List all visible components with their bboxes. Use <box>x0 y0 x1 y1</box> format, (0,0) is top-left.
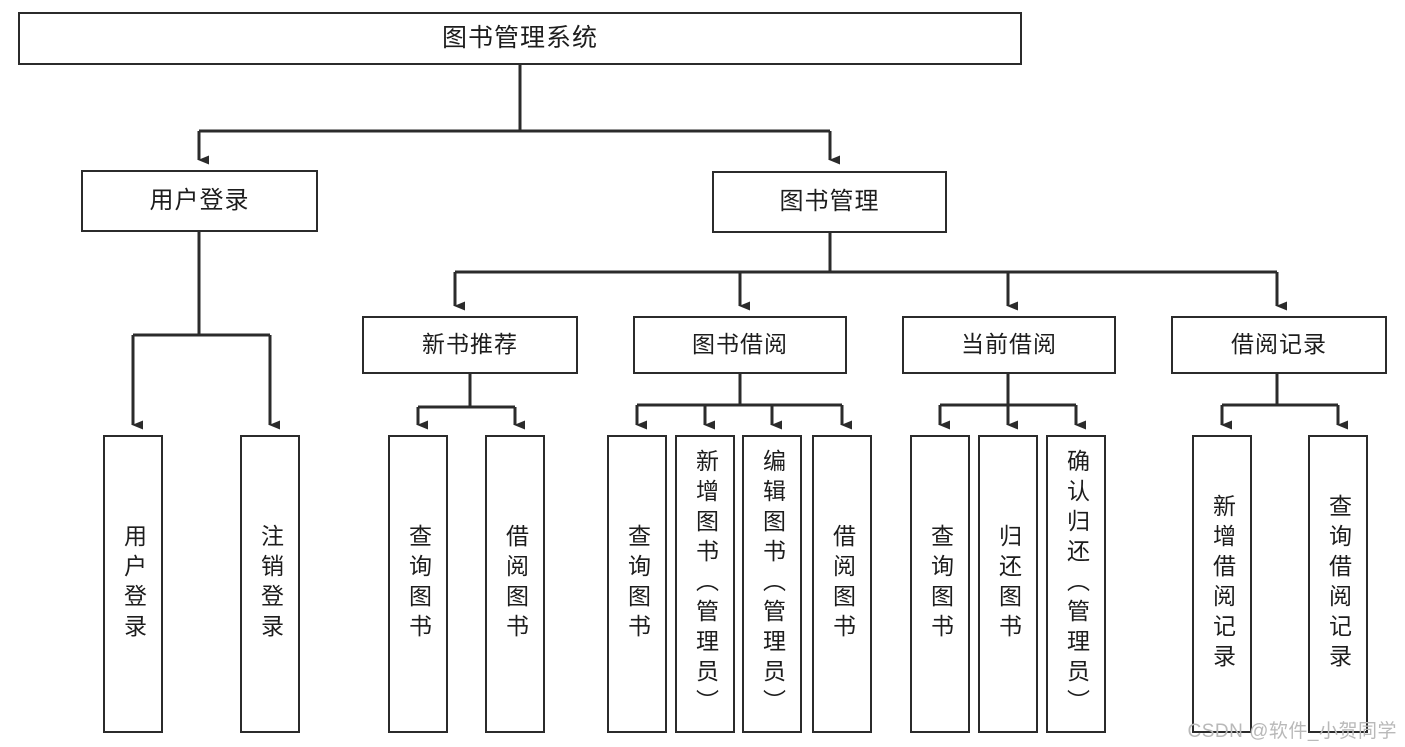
node-label: 图书借阅 <box>692 331 788 358</box>
node-label: 当前借阅 <box>961 331 1057 358</box>
node-label: 用户登录 <box>149 186 250 214</box>
node-label: 借阅图书 <box>502 524 529 644</box>
node-book-borrow[interactable]: 图书借阅 <box>633 316 847 374</box>
leaf-return-book[interactable]: 归还图书 <box>978 435 1038 733</box>
leaf-confirm-return-admin[interactable]: 确认归还（管理员） <box>1046 435 1106 733</box>
node-root-library-system[interactable]: 图书管理系统 <box>18 12 1022 65</box>
leaf-query-book-recommend[interactable]: 查询图书 <box>388 435 448 733</box>
node-label: 归还图书 <box>995 524 1022 644</box>
node-book-management[interactable]: 图书管理 <box>712 171 947 233</box>
node-label: 图书管理 <box>779 187 880 215</box>
node-label: 新增图书（管理员） <box>692 449 719 719</box>
leaf-borrow-book[interactable]: 借阅图书 <box>812 435 872 733</box>
node-label: 查询图书 <box>927 524 954 644</box>
leaf-add-borrow-record[interactable]: 新增借阅记录 <box>1192 435 1252 733</box>
node-label: 查询借阅记录 <box>1325 494 1352 674</box>
node-label: 编辑图书（管理员） <box>759 449 786 719</box>
node-label: 注销登录 <box>257 524 284 644</box>
node-user-login[interactable]: 用户登录 <box>81 170 318 232</box>
node-new-book-recommend[interactable]: 新书推荐 <box>362 316 578 374</box>
node-label: 确认归还（管理员） <box>1063 449 1090 719</box>
node-label: 新书推荐 <box>422 331 518 358</box>
node-label: 新增借阅记录 <box>1209 494 1236 674</box>
node-borrow-record[interactable]: 借阅记录 <box>1171 316 1387 374</box>
leaf-user-login[interactable]: 用户登录 <box>103 435 163 733</box>
node-label: 查询图书 <box>405 524 432 644</box>
node-label: 借阅记录 <box>1231 331 1327 358</box>
node-label: 用户登录 <box>120 524 147 644</box>
node-label: 图书管理系统 <box>441 23 598 52</box>
leaf-edit-book-admin[interactable]: 编辑图书（管理员） <box>742 435 802 733</box>
leaf-query-book-current[interactable]: 查询图书 <box>910 435 970 733</box>
leaf-add-book-admin[interactable]: 新增图书（管理员） <box>675 435 735 733</box>
node-label: 查询图书 <box>624 524 651 644</box>
node-current-borrow[interactable]: 当前借阅 <box>902 316 1116 374</box>
leaf-borrow-book-recommend[interactable]: 借阅图书 <box>485 435 545 733</box>
csdn-watermark: CSDN @软件_小贺同学 <box>1187 721 1397 742</box>
leaf-logout[interactable]: 注销登录 <box>240 435 300 733</box>
node-label: 借阅图书 <box>829 524 856 644</box>
leaf-query-book-borrow[interactable]: 查询图书 <box>607 435 667 733</box>
leaf-query-borrow-record[interactable]: 查询借阅记录 <box>1308 435 1368 733</box>
